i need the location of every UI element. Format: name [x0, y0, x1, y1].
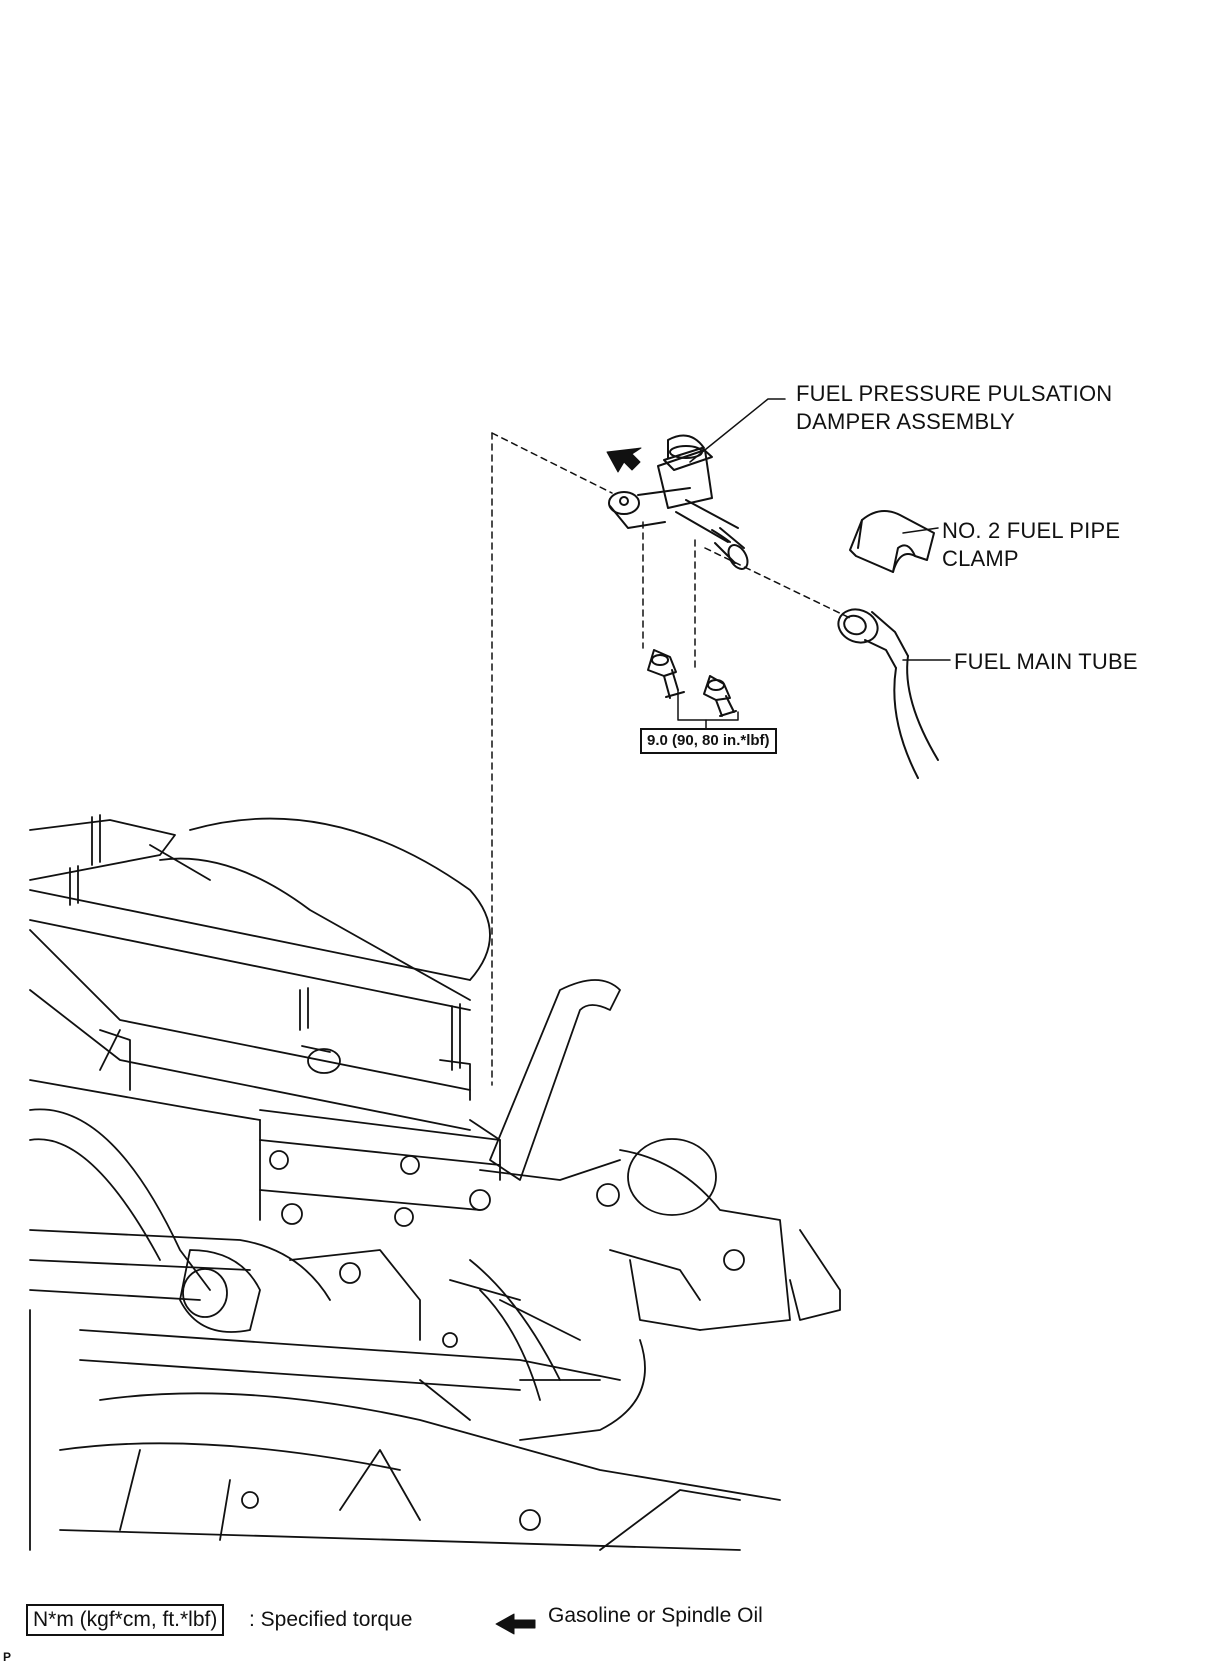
legend-torque-desc: : Specified torque: [249, 1608, 413, 1631]
legend-torque-box: N*m (kgf*cm, ft.*lbf): [26, 1604, 225, 1636]
leader-lines: [690, 399, 950, 660]
alignment-dashed-lines: [492, 433, 850, 1085]
bolts-part: [648, 650, 738, 728]
engine-body: [30, 815, 840, 1550]
torque-spec-box: 9.0 (90, 80 in.*lbf): [640, 728, 777, 754]
clamp-label-line1: NO. 2 FUEL PIPE: [942, 518, 1121, 543]
main-tube-label: FUEL MAIN TUBE: [954, 649, 1138, 674]
fuel-main-tube-part: [834, 604, 938, 778]
damper-label-line1: FUEL PRESSURE PULSATION: [796, 381, 1113, 406]
legend-arrow-icon: [496, 1614, 535, 1634]
apply-oil-arrow-icon: [607, 448, 641, 472]
fuel-pipe-clamp-part: [850, 511, 934, 572]
damper-label-line2: DAMPER ASSEMBLY: [796, 409, 1015, 434]
clamp-label-line2: CLAMP: [942, 546, 1019, 571]
corner-code: P: [3, 1650, 12, 1664]
pulsation-damper-part: [609, 436, 751, 573]
legend-oil-desc: Gasoline or Spindle Oil: [548, 1604, 763, 1627]
